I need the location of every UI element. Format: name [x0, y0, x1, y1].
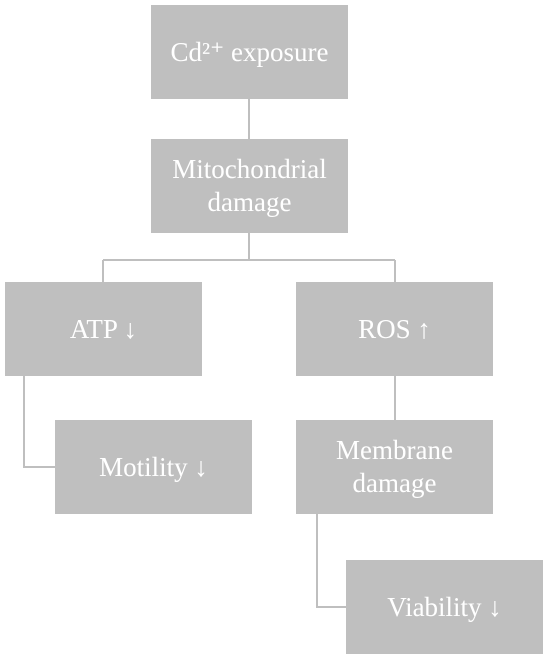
node-motility: Motility ↓	[55, 420, 252, 514]
connector-mito-branch	[102, 233, 396, 282]
node-atp: ATP ↓	[5, 282, 202, 376]
connector-atp-to-motility	[23, 376, 55, 468]
node-ros: ROS ↑	[296, 282, 493, 376]
node-viability: Viability ↓	[346, 560, 543, 654]
connector-membrane-to-viability	[316, 514, 346, 608]
node-mitochondrial-damage: Mitochondrial damage	[151, 139, 348, 233]
node-membrane-damage: Membrane damage	[296, 420, 493, 514]
node-cd-exposure: Cd²⁺ exposure	[151, 5, 348, 99]
